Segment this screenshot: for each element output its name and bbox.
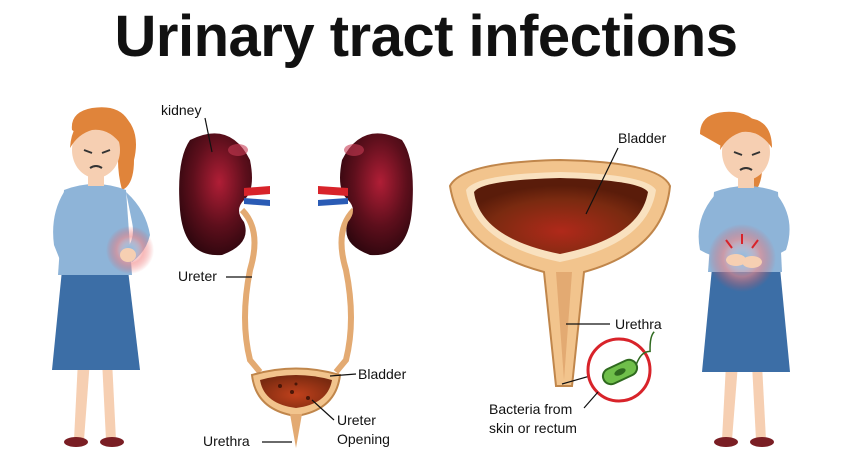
right-ureter-tube <box>333 207 357 374</box>
label-ureter-opening-line1: Ureter <box>337 412 376 428</box>
label-bacteria-line2: skin or rectum <box>489 420 577 436</box>
page-title: Urinary tract infections <box>114 4 738 69</box>
label-kidney: kidney <box>161 102 201 118</box>
left-ureter-tube <box>239 207 263 374</box>
bacteria-icon <box>601 331 655 386</box>
label-bacteria-line1: Bacteria from <box>489 401 572 417</box>
large-bladder-diagram: Bladder Urethra Bacteria from skin or re… <box>448 130 672 436</box>
left-kidney <box>179 133 252 256</box>
label-bladder-right: Bladder <box>618 130 667 146</box>
right-kidney <box>340 133 413 256</box>
left-woman-figure <box>52 107 154 447</box>
label-ureter: Ureter <box>178 268 217 284</box>
label-ureter-opening-line2: Opening <box>337 431 390 447</box>
label-bladder-left: Bladder <box>358 366 407 382</box>
right-woman-figure <box>698 111 790 447</box>
label-urethra-right: Urethra <box>615 316 662 332</box>
label-urethra-left: Urethra <box>203 433 250 449</box>
urinary-tract-diagram: kidney Ureter Bladder Ureter Opening Ure… <box>161 102 413 449</box>
